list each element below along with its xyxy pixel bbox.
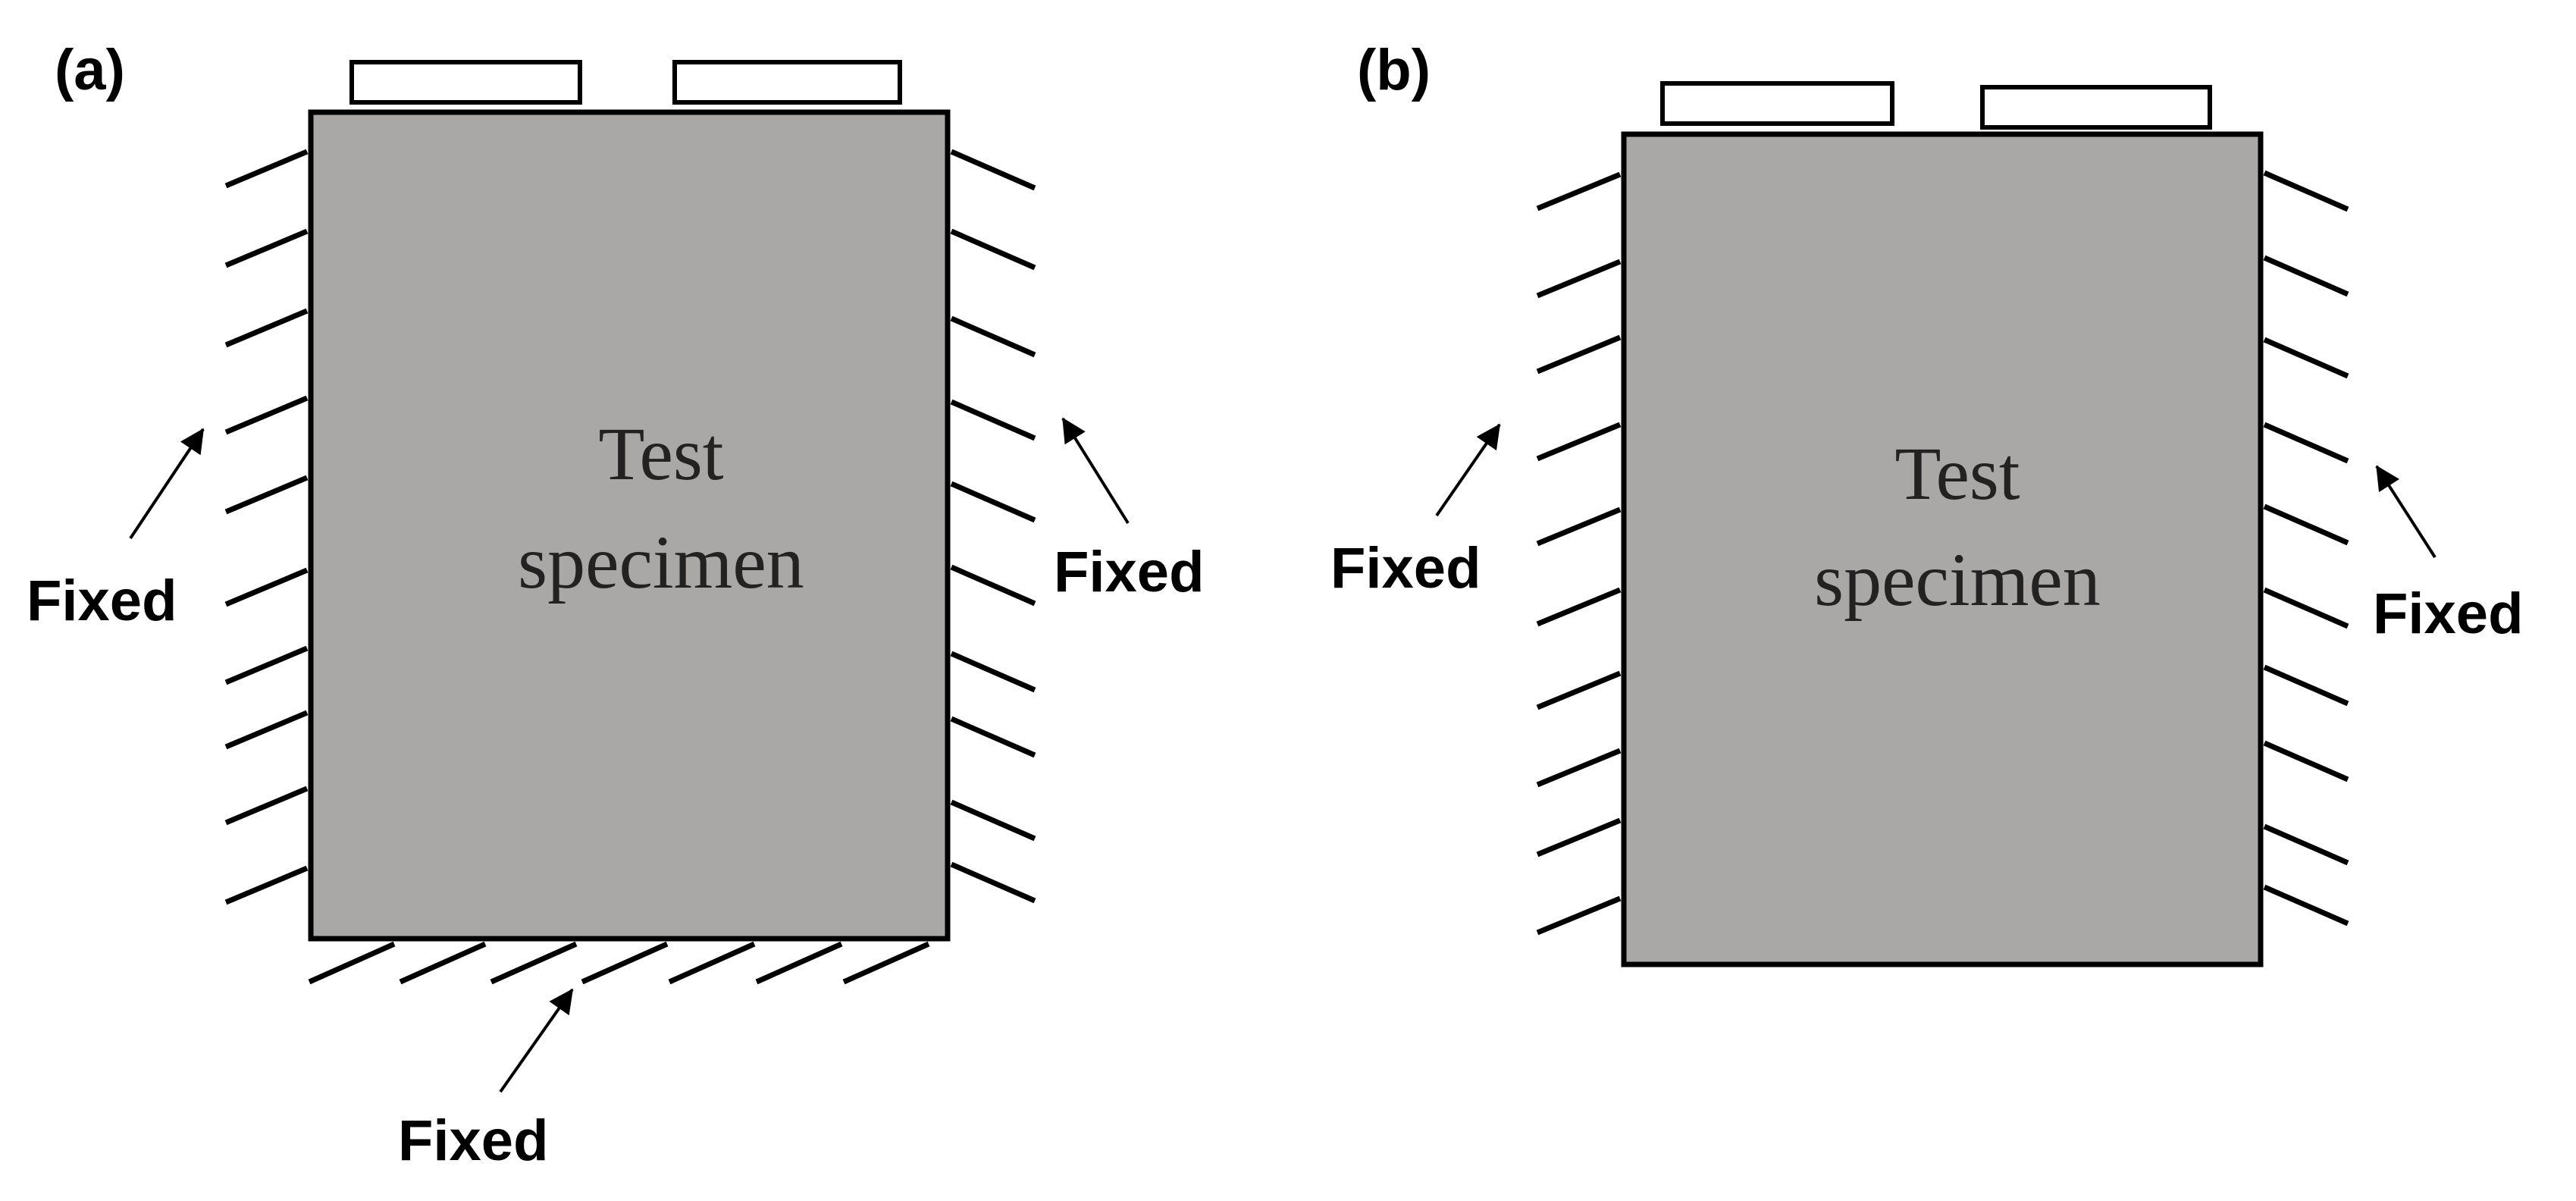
panel-a-left-arrow <box>129 428 205 540</box>
panel-a-right-platen <box>672 60 902 105</box>
panel-b-specimen-text-line1: Test <box>1894 431 2020 516</box>
panel-a-label: (a) <box>55 38 125 102</box>
panel-b-specimen-text-line2: specimen <box>1814 538 2101 622</box>
panel-b-right-platen <box>1980 85 2212 130</box>
panel-a-right-fixed-label: Fixed <box>1054 540 1205 604</box>
panel-b-right-arrow <box>2375 465 2437 559</box>
panel-a-bottom-support-hatch <box>308 941 930 985</box>
panel-b-left-platen <box>1660 81 1894 126</box>
panel-a-left-fixed-label: Fixed <box>27 569 177 633</box>
panel-a-specimen <box>308 109 951 942</box>
panel-b: (b) Test specimen <box>1330 38 2524 967</box>
panel-b-left-arrow <box>1435 423 1501 517</box>
panel-a-bottom-fixed-label: Fixed <box>398 1108 549 1173</box>
panel-a-right-support-hatch <box>950 149 1036 904</box>
panel-a-bottom-arrow <box>499 988 574 1093</box>
panel-b-specimen <box>1621 131 2264 967</box>
panel-a-specimen-text-line1: Test <box>598 412 723 496</box>
panel-a: (a) Test specimen <box>27 38 1205 1173</box>
panel-a-right-arrow <box>1061 417 1130 525</box>
panel-b-label: (b) <box>1357 38 1431 102</box>
panel-b-right-support-hatch <box>2263 170 2349 927</box>
panel-a-left-support-hatch <box>224 149 309 905</box>
panel-b-left-support-hatch <box>1536 171 1622 936</box>
panel-a-specimen-text-line2: specimen <box>518 520 804 604</box>
panel-a-left-platen <box>349 60 582 105</box>
panel-b-left-fixed-label: Fixed <box>1330 536 1481 600</box>
panel-b-right-fixed-label: Fixed <box>2373 582 2524 646</box>
